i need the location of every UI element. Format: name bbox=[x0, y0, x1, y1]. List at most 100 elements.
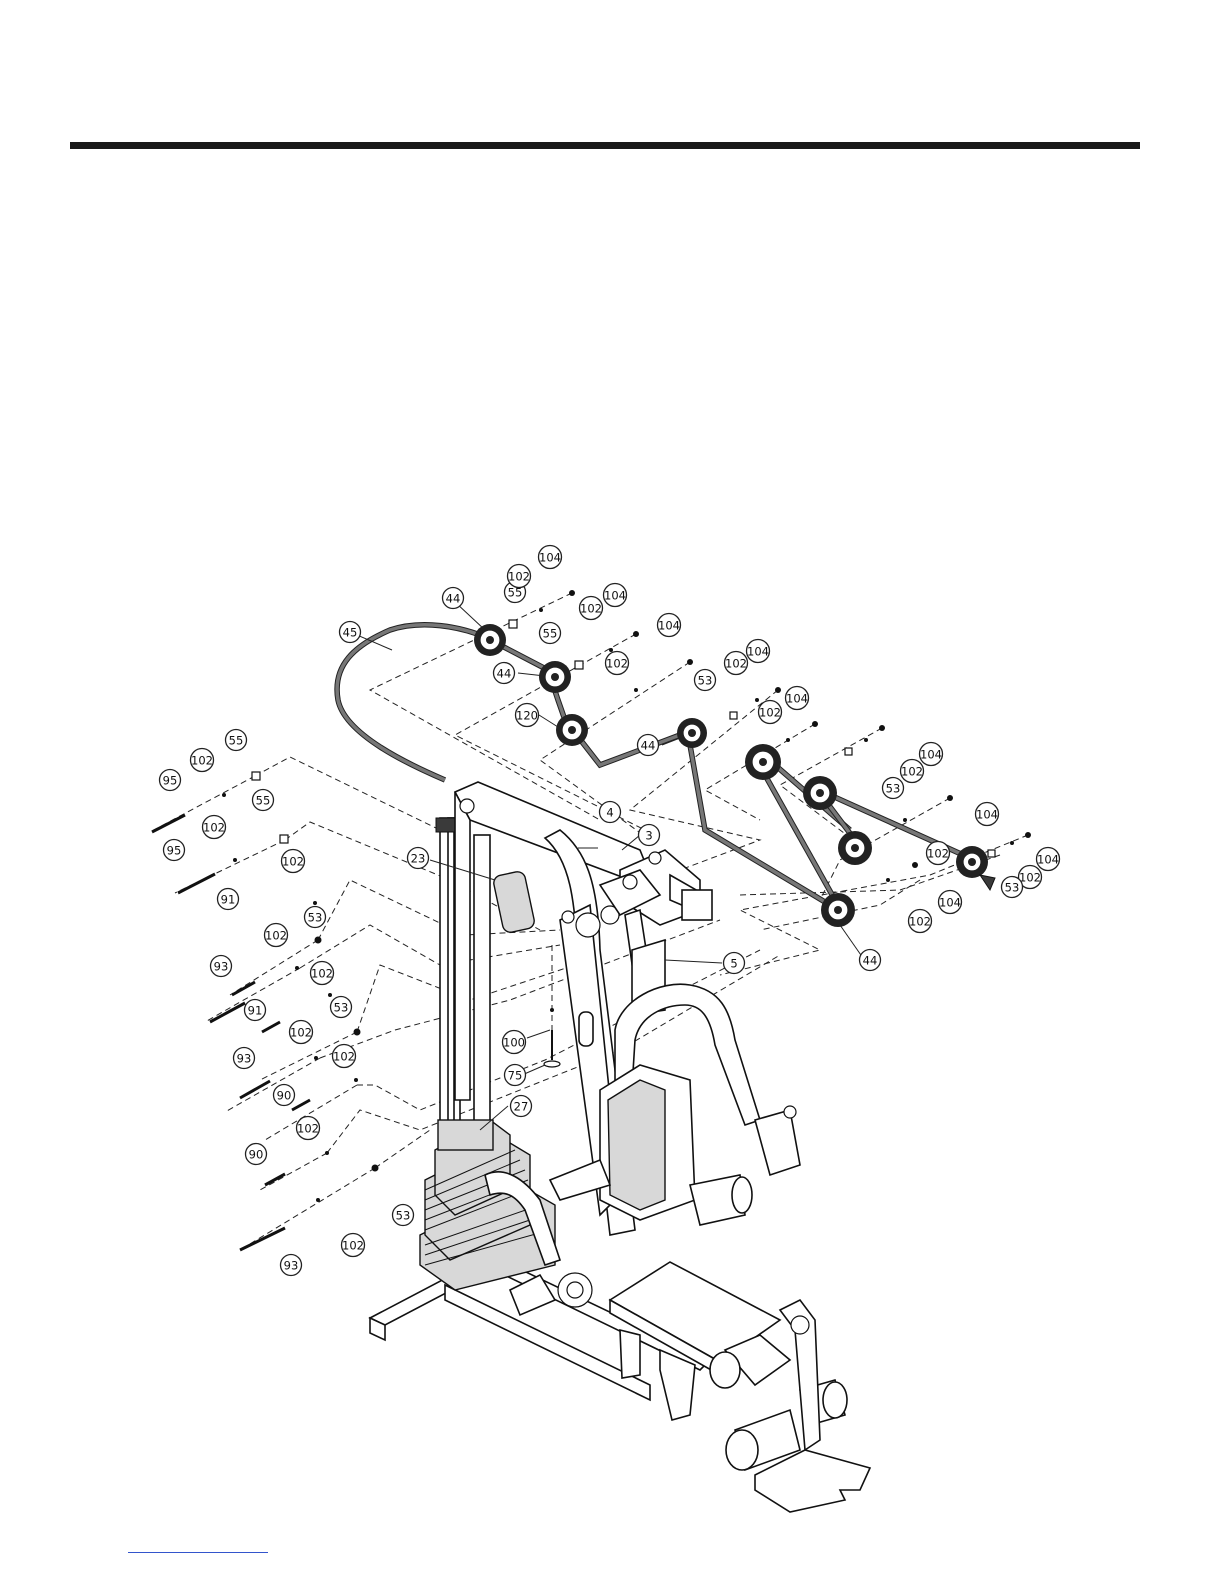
svg-text:90: 90 bbox=[249, 1148, 264, 1162]
pulley-d bbox=[745, 744, 781, 780]
svg-text:27: 27 bbox=[514, 1100, 529, 1114]
svg-text:102: 102 bbox=[606, 657, 628, 671]
svg-text:53: 53 bbox=[886, 782, 901, 796]
svg-text:102: 102 bbox=[311, 967, 333, 981]
svg-text:102: 102 bbox=[297, 1122, 319, 1136]
svg-text:44: 44 bbox=[446, 592, 461, 606]
callout-102: 102 bbox=[342, 1234, 365, 1257]
callout-104: 104 bbox=[939, 891, 962, 914]
callout-44: 44 bbox=[638, 735, 659, 756]
svg-text:104: 104 bbox=[747, 645, 769, 659]
callout-53: 53 bbox=[305, 907, 326, 928]
callout-104: 104 bbox=[1037, 848, 1060, 871]
svg-text:44: 44 bbox=[863, 954, 878, 968]
callout-104: 104 bbox=[604, 584, 627, 607]
svg-text:102: 102 bbox=[203, 821, 225, 835]
callout-4: 4 bbox=[600, 802, 621, 823]
svg-text:91: 91 bbox=[221, 893, 236, 907]
callout-53: 53 bbox=[883, 778, 904, 799]
callout-102: 102 bbox=[203, 816, 226, 839]
svg-text:104: 104 bbox=[539, 551, 561, 565]
svg-text:53: 53 bbox=[698, 674, 713, 688]
svg-text:102: 102 bbox=[927, 847, 949, 861]
svg-text:102: 102 bbox=[265, 929, 287, 943]
callout-102: 102 bbox=[282, 850, 305, 873]
callout-104: 104 bbox=[747, 640, 770, 663]
callout-23: 23 bbox=[408, 848, 429, 869]
callout-27: 27 bbox=[511, 1096, 532, 1117]
svg-text:44: 44 bbox=[497, 667, 512, 681]
callout-104: 104 bbox=[539, 546, 562, 569]
svg-text:4: 4 bbox=[606, 806, 613, 820]
pulley-e bbox=[803, 776, 837, 810]
callout-104: 104 bbox=[920, 743, 943, 766]
callout-102: 102 bbox=[927, 842, 950, 865]
callout-93: 93 bbox=[211, 956, 232, 977]
callout-75: 75 bbox=[505, 1065, 526, 1086]
footer-link-underline bbox=[128, 1552, 268, 1553]
svg-text:95: 95 bbox=[163, 774, 178, 788]
pulley-f bbox=[838, 831, 872, 865]
svg-text:102: 102 bbox=[342, 1239, 364, 1253]
callout-93: 93 bbox=[234, 1048, 255, 1069]
svg-text:91: 91 bbox=[248, 1004, 263, 1018]
callout-102: 102 bbox=[580, 597, 603, 620]
callout-3: 3 bbox=[639, 825, 660, 846]
pulley-g bbox=[956, 846, 988, 878]
callout-44: 44 bbox=[494, 663, 515, 684]
svg-text:104: 104 bbox=[604, 589, 626, 603]
svg-text:104: 104 bbox=[976, 808, 998, 822]
svg-text:23: 23 bbox=[411, 852, 426, 866]
callout-90: 90 bbox=[246, 1144, 267, 1165]
callout-102: 102 bbox=[333, 1045, 356, 1068]
callout-95: 95 bbox=[160, 770, 181, 791]
svg-text:104: 104 bbox=[786, 692, 808, 706]
callout-102: 102 bbox=[901, 760, 924, 783]
svg-text:95: 95 bbox=[167, 844, 182, 858]
callout-55: 55 bbox=[540, 623, 561, 644]
callout-100: 100 bbox=[503, 1031, 526, 1054]
svg-text:3: 3 bbox=[645, 829, 652, 843]
svg-text:102: 102 bbox=[909, 915, 931, 929]
callout-95: 95 bbox=[164, 840, 185, 861]
callout-5: 5 bbox=[724, 953, 745, 974]
pulley-44c bbox=[677, 718, 707, 748]
svg-text:5: 5 bbox=[730, 957, 737, 971]
svg-text:55: 55 bbox=[256, 794, 271, 808]
callout-90: 90 bbox=[274, 1085, 295, 1106]
callout-53: 53 bbox=[331, 997, 352, 1018]
callout-102: 102 bbox=[759, 701, 782, 724]
svg-text:55: 55 bbox=[229, 734, 244, 748]
svg-text:104: 104 bbox=[939, 896, 961, 910]
pulley-44a bbox=[474, 624, 506, 656]
callout-120: 120 bbox=[516, 704, 539, 727]
callout-102: 102 bbox=[297, 1117, 320, 1140]
callout-102: 102 bbox=[606, 652, 629, 675]
svg-text:102: 102 bbox=[725, 657, 747, 671]
svg-text:53: 53 bbox=[308, 911, 323, 925]
callout-44: 44 bbox=[860, 950, 881, 971]
svg-text:102: 102 bbox=[290, 1026, 312, 1040]
svg-text:53: 53 bbox=[396, 1209, 411, 1223]
svg-text:93: 93 bbox=[214, 960, 229, 974]
svg-text:100: 100 bbox=[503, 1036, 525, 1050]
svg-text:102: 102 bbox=[191, 754, 213, 768]
callout-102: 102 bbox=[191, 749, 214, 772]
callout-53: 53 bbox=[1002, 877, 1023, 898]
svg-text:44: 44 bbox=[641, 739, 656, 753]
svg-text:75: 75 bbox=[508, 1069, 523, 1083]
svg-text:102: 102 bbox=[333, 1050, 355, 1064]
callout-102: 102 bbox=[311, 962, 334, 985]
callout-102: 102 bbox=[290, 1021, 313, 1044]
svg-text:53: 53 bbox=[1005, 881, 1020, 895]
pulley-120 bbox=[556, 714, 588, 746]
callout-93: 93 bbox=[281, 1255, 302, 1276]
callout-102: 102 bbox=[725, 652, 748, 675]
callout-53: 53 bbox=[695, 670, 716, 691]
svg-text:93: 93 bbox=[237, 1052, 252, 1066]
pulley-44b bbox=[539, 661, 571, 693]
svg-text:53: 53 bbox=[334, 1001, 349, 1015]
callout-55: 55 bbox=[253, 790, 274, 811]
callout-45: 45 bbox=[340, 622, 361, 643]
